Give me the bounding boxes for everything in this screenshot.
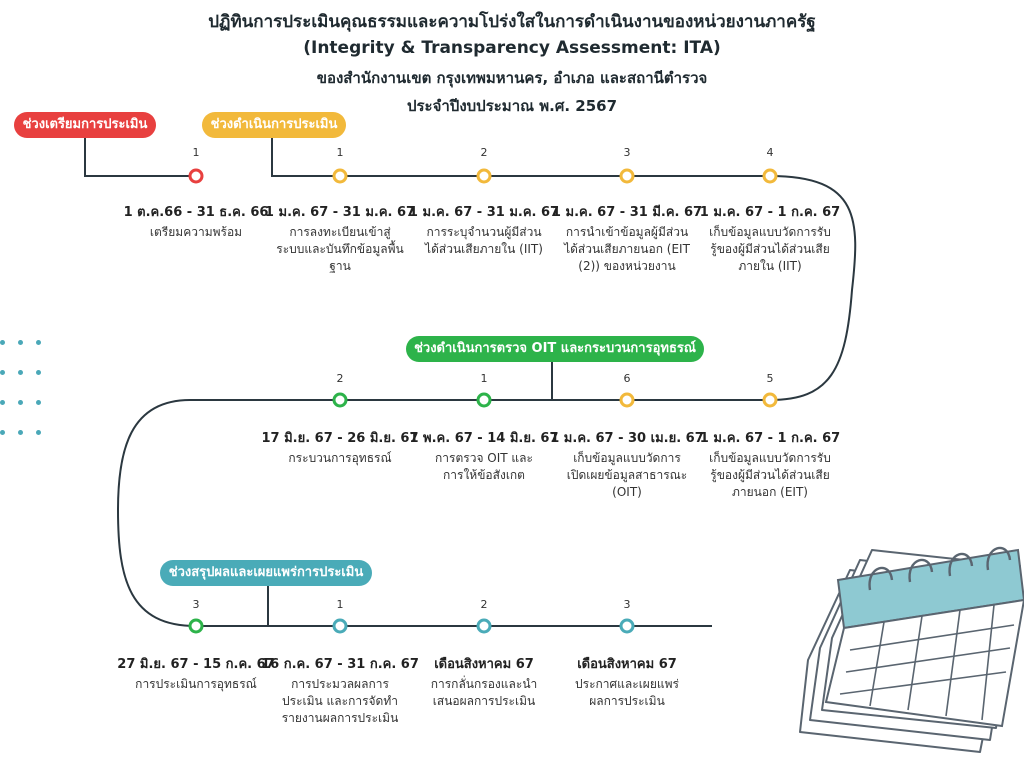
step-op-1: 1 ม.ค. 67 - 31 ม.ค. 67 การลงทะเบียนเข้าส… xyxy=(256,204,424,275)
page-title: ปฏิทินการประเมินคุณธรรมและความโปร่งใสในก… xyxy=(208,12,816,32)
step-date: 1 ม.ค. 67 - 1 ก.ค. 67 xyxy=(699,205,841,220)
milestone-op-3 xyxy=(619,168,635,184)
step-date: เดือนสิงหาคม 67 xyxy=(434,657,534,672)
milestone-prep-1 xyxy=(188,168,204,184)
step-op-4: 1 ม.ค. 67 - 1 ก.ค. 67 เก็บข้อมูลแบบวัดกา… xyxy=(686,204,854,275)
step-date: 27 มิ.ย. 67 - 15 ก.ค. 67 xyxy=(117,657,275,672)
step-op-5: 1 ม.ค. 67 - 1 ก.ค. 67 เก็บข้อมูลแบบวัดกา… xyxy=(686,430,854,501)
step-desc: เก็บข้อมูลแบบวัดการรับรู้ของผู้มีส่วนได้… xyxy=(709,225,831,273)
step-desc: ประกาศและเผยแพร่ผลการประเมิน xyxy=(575,677,679,708)
step-date: 1 ม.ค. 67 - 31 ม.ค. 67 xyxy=(264,205,416,220)
step-date: เดือนสิงหาคม 67 xyxy=(577,657,677,672)
milestone-op-2 xyxy=(476,168,492,184)
step-date: 17 มิ.ย. 67 - 26 มิ.ย. 67 xyxy=(261,431,419,446)
page-subtitle-scope: ของสำนักงานเขต กรุงเทพมหานคร, อำเภอ และส… xyxy=(316,69,708,87)
step-prep-1: 1 ต.ค.66 - 31 ธ.ค. 66 เตรียมความพร้อม xyxy=(112,204,280,241)
step-number: 6 xyxy=(623,372,631,385)
step-op-3: 1 ม.ค. 67 - 31 มี.ค. 67 การนำเข้าข้อมูลผ… xyxy=(543,204,711,275)
step-number: 2 xyxy=(480,146,488,159)
step-number: 2 xyxy=(336,372,344,385)
step-desc: การประมวลผลการประเมิน และการจัดทำรายงานผ… xyxy=(281,677,399,725)
step-date: 16 ก.ค. 67 - 31 ก.ค. 67 xyxy=(261,657,419,672)
step-desc: การลงทะเบียนเข้าสู่ระบบและบันทึกข้อมูลพื… xyxy=(276,225,404,273)
step-date: 1 ม.ค. 67 - 1 ก.ค. 67 xyxy=(699,431,841,446)
step-number: 1 xyxy=(480,372,488,385)
step-number: 3 xyxy=(623,146,631,159)
step-date: 1 ม.ค. 67 - 30 เม.ย. 67 xyxy=(550,431,704,446)
step-date: 1 พ.ค. 67 - 14 มิ.ย. 67 xyxy=(409,431,559,446)
milestone-audit-1 xyxy=(476,392,492,408)
step-number: 1 xyxy=(336,598,344,611)
step-audit-3: 27 มิ.ย. 67 - 15 ก.ค. 67 การประเมินการอุ… xyxy=(112,656,280,693)
step-op-2-text: 1 ม.ค. 67 - 31 ม.ค. 67 การระบุจำนวนผู้มี… xyxy=(400,204,568,258)
step-date: 1 ต.ค.66 - 31 ธ.ค. 66 xyxy=(123,205,269,220)
step-desc: เก็บข้อมูลแบบวัดการรับรู้ของผู้มีส่วนได้… xyxy=(709,451,831,499)
step-number: 1 xyxy=(336,146,344,159)
step-date: 1 ม.ค. 67 - 31 มี.ค. 67 xyxy=(551,205,703,220)
milestone-sum-1 xyxy=(332,618,348,634)
step-desc: เก็บข้อมูลแบบวัดการเปิดเผยข้อมูลสาธารณะ … xyxy=(566,451,688,499)
step-sum-2: เดือนสิงหาคม 67 การกลั่นกรองและนำเสนอผลก… xyxy=(400,656,568,710)
phase-pill-audit: ช่วงดำเนินการตรวจ OIT และกระบวนการอุทธรณ… xyxy=(406,336,704,362)
milestone-audit-2 xyxy=(332,392,348,408)
step-number: 5 xyxy=(766,372,774,385)
step-op-6: 1 ม.ค. 67 - 30 เม.ย. 67 เก็บข้อมูลแบบวัด… xyxy=(543,430,711,501)
milestone-op-5 xyxy=(762,392,778,408)
phase-pill-summary: ช่วงสรุปผลและเผยแพร่การประเมิน xyxy=(160,560,372,586)
step-number: 2 xyxy=(480,598,488,611)
operate-connector xyxy=(271,136,340,177)
step-desc: เตรียมความพร้อม xyxy=(149,225,243,239)
milestone-op-4 xyxy=(762,168,778,184)
calendar-icon xyxy=(799,546,1024,753)
summary-connector xyxy=(267,584,340,627)
step-number: 1 xyxy=(192,146,200,159)
milestone-sum-3 xyxy=(619,618,635,634)
step-desc: การระบุจำนวนผู้มีส่วนได้ส่วนเสียภายใน (I… xyxy=(425,225,543,256)
step-number: 3 xyxy=(192,598,200,611)
page-subtitle-english: (Integrity & Transparency Assessment: IT… xyxy=(303,38,721,58)
page-subtitle-year: ประจำปีงบประมาณ พ.ศ. 2567 xyxy=(406,97,618,115)
step-number: 3 xyxy=(623,598,631,611)
milestone-audit-3 xyxy=(188,618,204,634)
step-desc: กระบวนการอุทธรณ์ xyxy=(288,451,392,465)
prep-connector xyxy=(84,136,196,177)
step-sum-3: เดือนสิงหาคม 67 ประกาศและเผยแพร่ผลการประ… xyxy=(543,656,711,710)
milestone-op-1 xyxy=(332,168,348,184)
right-curve xyxy=(769,175,857,401)
step-desc: การประเมินการอุทธรณ์ xyxy=(135,677,257,691)
step-audit-2: 17 มิ.ย. 67 - 26 มิ.ย. 67 กระบวนการอุทธร… xyxy=(256,430,424,467)
step-desc: การตรวจ OIT และการให้ข้อสังเกต xyxy=(435,451,533,482)
milestone-op-6 xyxy=(619,392,635,408)
milestone-sum-2 xyxy=(476,618,492,634)
step-date: 1 ม.ค. 67 - 31 ม.ค. 67 xyxy=(408,205,560,220)
step-audit-1: 1 พ.ค. 67 - 14 มิ.ย. 67 การตรวจ OIT และก… xyxy=(400,430,568,484)
phase-pill-prep: ช่วงเตรียมการประเมิน xyxy=(14,112,156,138)
phase-pill-operate: ช่วงดำเนินการประเมิน xyxy=(202,112,346,138)
step-number: 4 xyxy=(766,146,774,159)
step-desc: การกลั่นกรองและนำเสนอผลการประเมิน xyxy=(430,677,538,708)
step-desc: การนำเข้าข้อมูลผู้มีส่วนได้ส่วนเสียภายนอ… xyxy=(564,225,690,273)
left-curve xyxy=(116,399,197,627)
step-sum-1: 16 ก.ค. 67 - 31 ก.ค. 67 การประมวลผลการปร… xyxy=(256,656,424,727)
